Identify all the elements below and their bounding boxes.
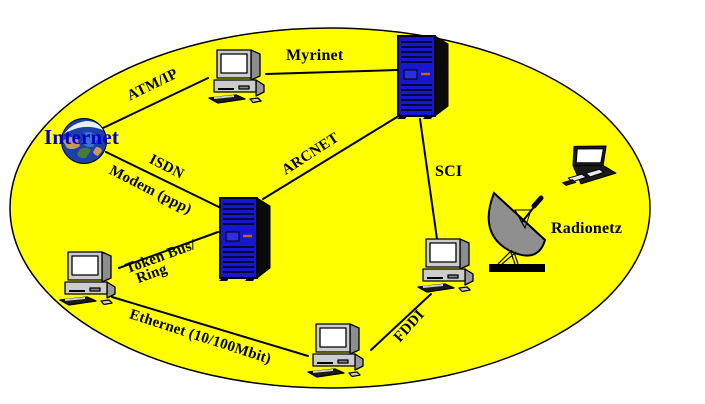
edge-fddi-line <box>370 293 432 351</box>
edge-label-sci: SCI <box>435 163 463 180</box>
edge-atm-ip-line <box>102 77 209 129</box>
desktop-pc-icon-left <box>57 250 121 308</box>
tower-server-icon-top <box>395 35 451 119</box>
edge-token-line <box>118 231 219 269</box>
desktop-pc-icon-bottom <box>305 322 369 380</box>
radionetz-label: Radionetz <box>551 220 623 237</box>
internet-label: Internet <box>44 125 120 149</box>
network-boundary-ellipse <box>9 27 651 389</box>
tower-server-icon-center <box>217 197 273 281</box>
desktop-pc-icon-right <box>415 237 479 295</box>
edge-isdn-line <box>105 151 224 210</box>
edge-arcnet-line <box>262 116 398 200</box>
globe-icon <box>60 117 108 165</box>
edge-sci-line <box>419 118 438 240</box>
edge-ethernet-line <box>111 296 309 357</box>
edge-label-myrinet: Myrinet <box>286 47 344 64</box>
edge-myrinet-line <box>265 69 398 75</box>
laptop-icon <box>559 142 617 188</box>
desktop-pc-icon-top <box>206 48 270 106</box>
satellite-dish-icon <box>482 190 560 272</box>
